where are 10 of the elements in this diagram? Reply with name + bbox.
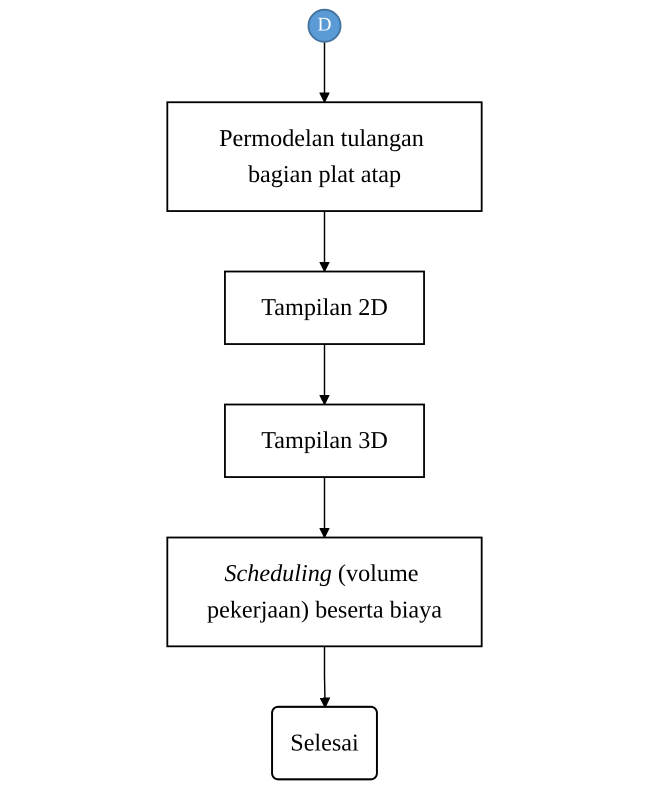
arrow	[319, 344, 330, 405]
arrow	[319, 42, 330, 103]
arrow	[319, 211, 330, 272]
arrow	[319, 477, 330, 538]
node-box: Tampilan 3D	[224, 404, 425, 478]
node-circle: D	[308, 8, 342, 43]
arrow	[320, 646, 330, 708]
node-box: Scheduling (volume pekerjaan) beserta biaya	[166, 536, 483, 648]
node-box: Permodelan tulangan bagian plat atap	[166, 101, 483, 212]
node-box: Tampilan 2D	[224, 270, 425, 345]
